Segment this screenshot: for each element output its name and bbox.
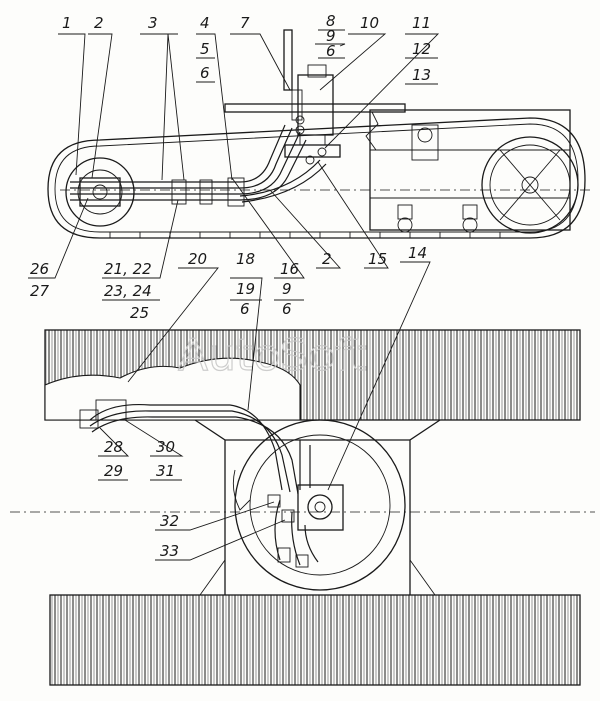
callout-2b: 2 [322,250,332,268]
callout-2: 2 [94,14,104,32]
callout-7: 7 [240,14,250,32]
callout-12: 12 [412,40,431,58]
callout-10: 10 [360,14,379,32]
callout-25: 25 [130,304,149,322]
callout-5: 5 [200,40,210,58]
callout-29: 29 [104,462,123,480]
frame-brackets [397,124,478,233]
callout-20: 20 [188,250,207,268]
center-frame [194,419,441,596]
callout-3: 3 [148,14,158,32]
callout-8: 8 [326,12,336,30]
callout-33: 33 [160,542,179,560]
callout-23-24: 23, 24 [104,282,152,300]
hose-bundle-lower [79,399,319,568]
callout-28: 28 [104,438,123,456]
track-band-lower [49,594,581,686]
callout-6a: 6 [200,64,210,82]
plan-view [10,329,595,686]
callout-15: 15 [368,250,387,268]
callout-14: 14 [408,244,427,262]
watermark: AutoSoft [178,330,367,381]
callout-6b: 6 [326,42,336,60]
hose-bundle-upper [70,115,327,207]
callout-18: 18 [236,250,255,268]
callout-26: 26 [30,260,49,278]
callout-6d: 6 [282,300,292,318]
cutaway-section [44,357,301,421]
deck-plate [224,103,406,113]
callout-27: 27 [30,282,50,300]
drive-sprocket [481,136,579,234]
callout-11: 11 [412,14,431,32]
callout-6c: 6 [240,300,250,318]
final-drive-wheel [232,419,406,591]
callout-9b: 9 [282,280,292,298]
callout-4: 4 [200,14,210,32]
track-bottom-ticks [109,232,501,238]
callout-21-22: 21, 22 [104,260,152,278]
callout-16: 16 [280,260,299,278]
callout-31: 31 [156,462,175,480]
callout-30: 30 [156,438,175,456]
idler-wheel [65,157,135,227]
callout-19: 19 [236,280,255,298]
frame-box [365,109,571,231]
callout-9a: 9 [326,27,336,45]
callout-32: 32 [160,512,179,530]
track-outline [47,117,586,239]
callouts: 1 2 3 4 5 6 7 8 9 6 10 11 12 13 26 27 21… [28,12,440,561]
side-view [47,29,590,239]
callout-1: 1 [62,14,72,32]
callout-13: 13 [412,66,431,84]
leader-lines [28,29,440,561]
